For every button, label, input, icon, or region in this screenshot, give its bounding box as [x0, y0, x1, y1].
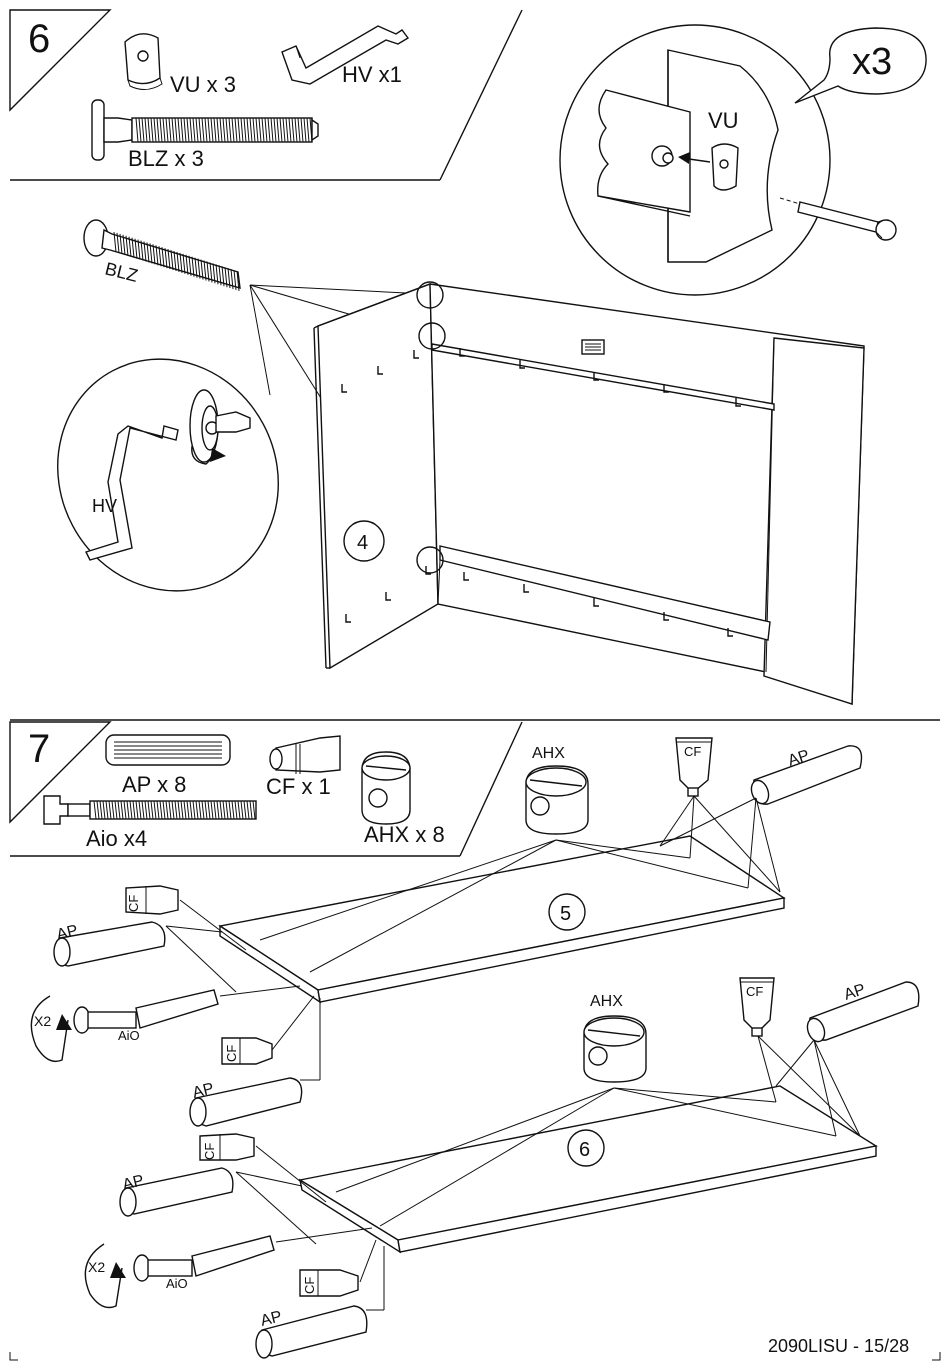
vu-quantity-label: VU x 3: [170, 72, 236, 97]
panel-6-label: 6: [579, 1139, 590, 1161]
hv-quantity-label: HV x1: [342, 62, 402, 87]
aio-bolt-icon: [134, 1236, 274, 1281]
cf-callout-left-2: CF: [224, 1045, 239, 1062]
step-7-number: 7: [28, 727, 50, 771]
step-6-number-badge: [10, 10, 110, 110]
step-6-number: 6: [28, 17, 50, 61]
cf-callout-left-4: CF: [302, 1277, 317, 1294]
crop-mark-left: [10, 1352, 18, 1360]
cam-washer-icon: [125, 34, 162, 90]
vu-detail-label: VU: [708, 108, 739, 133]
aio-quantity-label: Aio x4: [86, 826, 147, 851]
blz-callout: BLZ: [103, 258, 140, 285]
cf-callout-bottom: CF: [746, 984, 763, 999]
page-reference: 2090LISU - 15/28: [768, 1336, 909, 1356]
dowel-icon: [106, 735, 230, 765]
cf-callout-top: CF: [684, 744, 701, 759]
aio-callout-top: AiO: [118, 1028, 140, 1043]
step-7-panel-6: 6 AHX CF AP CF: [85, 978, 918, 1358]
step-7-parts-box: 7 AP x 8 CF x 1 AHX x 8: [10, 722, 522, 856]
cam-nut-icon: [584, 1016, 646, 1082]
turns-callout-bottom: X2: [88, 1259, 105, 1275]
ahx-quantity-label: AHX x 8: [364, 822, 445, 847]
cf-callout-left-3: CF: [202, 1143, 217, 1160]
cam-nut-icon: [362, 752, 410, 824]
step-6-parts-box: 6 VU x 3 HV x1 BLZ x 3: [10, 10, 522, 180]
ahx-callout-top: AHX: [532, 745, 565, 762]
cam-nut-icon: [526, 766, 588, 834]
cf-quantity-label: CF x 1: [266, 774, 331, 799]
ap-quantity-label: AP x 8: [122, 772, 186, 797]
cf-callout-left-1: CF: [126, 895, 141, 912]
step-6-assembly: BLZ HV: [17, 220, 864, 704]
panel-4-label: 4: [357, 532, 368, 554]
aio-bolt-icon: [44, 796, 256, 824]
blz-quantity-label: BLZ x 3: [128, 146, 204, 171]
aio-callout-bottom: AiO: [166, 1276, 188, 1291]
bolt-icon: [92, 100, 318, 160]
panel-5-label: 5: [560, 903, 571, 925]
glue-tube-icon: [270, 736, 340, 774]
crop-mark-right: [932, 1352, 940, 1360]
turns-callout-top: X2: [34, 1013, 51, 1029]
blz-bolt-icon: [84, 220, 240, 291]
hv-callout: HV: [92, 496, 117, 516]
aio-bolt-icon: [74, 990, 218, 1033]
ahx-callout-bottom: AHX: [590, 993, 623, 1010]
cam-lock-detail: x3 VU: [560, 25, 926, 295]
detail-count: x3: [852, 41, 892, 83]
